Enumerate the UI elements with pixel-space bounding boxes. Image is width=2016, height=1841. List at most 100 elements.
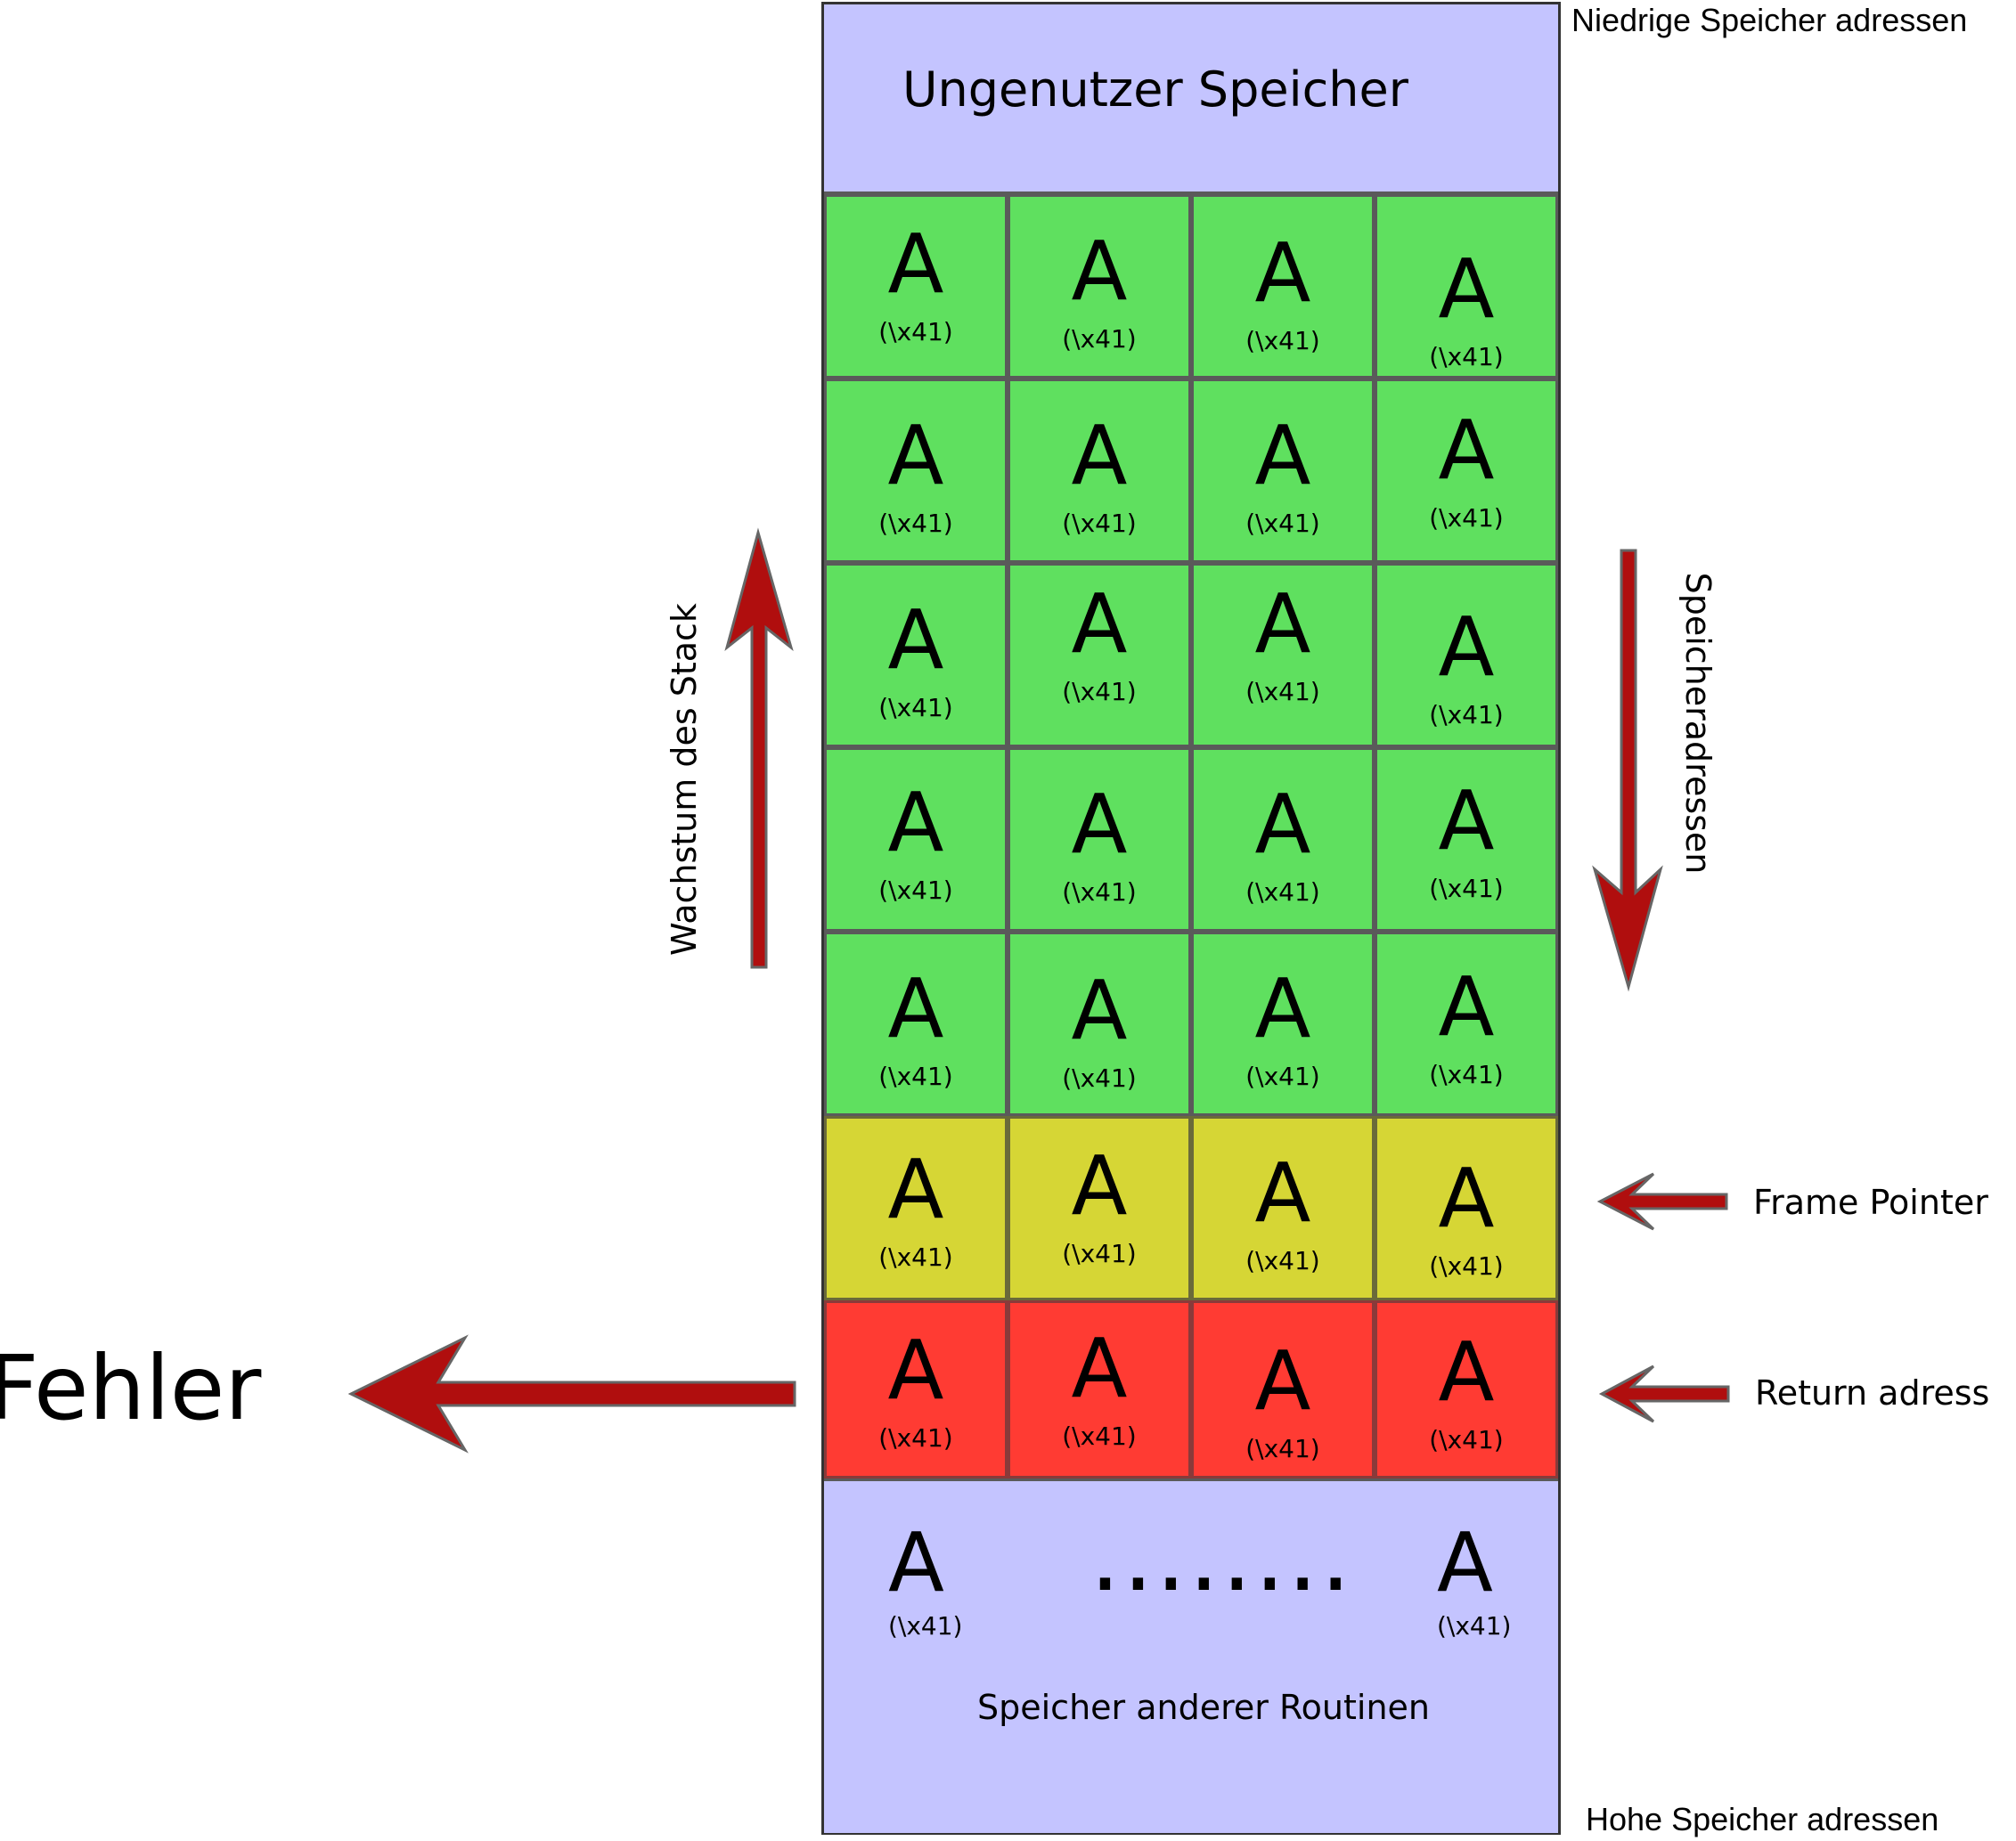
cell-hex: (\x41) — [1245, 677, 1320, 706]
buffer-cell: A (\x41) — [824, 747, 1008, 932]
frame-pointer-arrow — [1596, 1172, 1728, 1231]
frame_pointer-cell: A (\x41) — [1191, 1116, 1375, 1300]
cell-hex: (\x41) — [1062, 677, 1137, 706]
cell-hex: (\x41) — [1245, 877, 1320, 907]
frame_pointer-cell: A (\x41) — [1375, 1116, 1558, 1300]
cell-char: A — [887, 961, 944, 1056]
memory-addresses-arrow-down — [1592, 549, 1663, 992]
cell-hex: (\x41) — [1245, 326, 1320, 355]
cell-hex: (\x41) — [1245, 1062, 1320, 1091]
cell-hex: (\x41) — [1062, 1239, 1137, 1268]
cell-char: A — [887, 592, 944, 688]
return_address-cell: A (\x41) — [1008, 1300, 1191, 1479]
other-routines-label: Speicher anderer Routinen — [977, 1688, 1431, 1727]
cell-hex: (\x41) — [878, 317, 953, 346]
cell-hex: (\x41) — [878, 876, 953, 905]
buffer-cell: A (\x41) — [1191, 932, 1375, 1116]
ellipsis: ........ — [1090, 1499, 1353, 1613]
cell-hex: (\x41) — [1062, 509, 1137, 538]
cell-char: A — [1254, 961, 1311, 1056]
buffer-cell: A (\x41) — [824, 563, 1008, 747]
cell-hex: (\x41) — [1429, 503, 1504, 533]
buffer-cell: A (\x41) — [1375, 932, 1558, 1116]
cell-hex: (\x41) — [1429, 874, 1504, 903]
buffer-cell: A (\x41) — [1375, 747, 1558, 932]
buffer-cell: A (\x41) — [824, 379, 1008, 563]
cell-hex: (\x41) — [888, 1611, 963, 1641]
high-addresses-label: Hohe Speicher adressen — [1586, 1801, 1939, 1837]
cell-char: A — [1438, 599, 1495, 695]
buffer-cell: A (\x41) — [1191, 747, 1375, 932]
cell-char: A — [1438, 1151, 1495, 1246]
cell-char: A — [1071, 224, 1128, 319]
cell-hex: (\x41) — [878, 509, 953, 538]
cell-hex: (\x41) — [1062, 877, 1137, 907]
cell-hex: (\x41) — [1429, 1251, 1504, 1281]
cell-char: A — [1071, 963, 1128, 1058]
cell-char: A — [888, 1515, 944, 1610]
cell-char: A — [887, 408, 944, 503]
buffer-cell: A (\x41) — [1008, 194, 1191, 379]
cell-hex: (\x41) — [1429, 700, 1504, 729]
frame_pointer-cell: A (\x41) — [824, 1116, 1008, 1300]
cell-char: A — [1437, 1515, 1493, 1610]
cell-hex: (\x41) — [878, 1423, 953, 1453]
error-label: Fehler — [0, 1336, 262, 1440]
cell-char: A — [887, 775, 944, 870]
frame_pointer-cell: A (\x41) — [1008, 1116, 1191, 1300]
cell-hex: (\x41) — [1429, 1060, 1504, 1089]
cell-char: A — [1438, 1324, 1495, 1420]
cell-hex: (\x41) — [1245, 1246, 1320, 1275]
cell-hex: (\x41) — [1429, 1425, 1504, 1454]
cell-char: A — [1438, 773, 1495, 868]
cell-char: A — [1438, 241, 1495, 337]
cell-hex: (\x41) — [1245, 1434, 1320, 1463]
cell-char: A — [887, 216, 944, 312]
cell-char: A — [1254, 225, 1311, 321]
buffer-cell: A (\x41) — [1191, 194, 1375, 379]
cell-hex: (\x41) — [1062, 1063, 1137, 1093]
buffer-cell: A (\x41) — [1191, 563, 1375, 747]
cell-char: A — [1254, 408, 1311, 503]
buffer-cell: A (\x41) — [1008, 379, 1191, 563]
unused-memory-label: Ungenutzer Speicher — [902, 61, 1408, 118]
cell-char: A — [887, 1142, 944, 1237]
cell-hex: (\x41) — [1062, 324, 1137, 354]
cell-hex: (\x41) — [878, 693, 953, 722]
cell-char: A — [1438, 959, 1495, 1055]
buffer-cell: A (\x41) — [1008, 747, 1191, 932]
buffer-cell: A (\x41) — [1375, 194, 1558, 379]
cell-hex: (\x41) — [878, 1062, 953, 1091]
stack-growth-arrow-up — [724, 527, 794, 969]
cell-char: A — [1254, 576, 1311, 672]
cell-hex: (\x41) — [1245, 509, 1320, 538]
cell-char: A — [1071, 576, 1128, 672]
buffer-cell: A(\x41) — [1375, 379, 1558, 563]
cell-char: A — [887, 1323, 944, 1418]
cell-hex: (\x41) — [1429, 342, 1504, 371]
stack-memory-column: Ungenutzer Speicher A(\x41)A(\x41)A(\x41… — [821, 2, 1561, 1835]
return_address-cell: A (\x41) — [1375, 1300, 1558, 1479]
cell-hex: (\x41) — [1437, 1611, 1512, 1641]
error-arrow — [347, 1334, 796, 1454]
frame-pointer-label: Frame Pointer — [1753, 1183, 1988, 1222]
cell-char: A — [1071, 1321, 1128, 1416]
other-routines-region: A (\x41) ........ A (\x41) Speicher ande… — [824, 1479, 1558, 1833]
low-addresses-label: Niedrige Speicher adressen — [1571, 2, 1968, 38]
buffer-cell: A (\x41) — [824, 932, 1008, 1116]
cell-char: A — [1071, 408, 1128, 503]
cell-hex: (\x41) — [1062, 1421, 1137, 1451]
return_address-cell: A (\x41) — [1191, 1300, 1375, 1479]
buffer-cell: A (\x41) — [824, 194, 1008, 379]
cell-char: A — [1254, 777, 1311, 872]
cell-char: A — [1254, 1145, 1311, 1241]
cell-hex: (\x41) — [878, 1242, 953, 1272]
cell-char: A — [1071, 777, 1128, 872]
cell-char: A — [1071, 1138, 1128, 1234]
cell-char: A — [1254, 1333, 1311, 1429]
return-address-arrow — [1598, 1364, 1730, 1423]
return_address-cell: A (\x41) — [824, 1300, 1008, 1479]
return-address-label: Return adress — [1755, 1373, 1990, 1413]
buffer-cell: A (\x41) — [1008, 932, 1191, 1116]
